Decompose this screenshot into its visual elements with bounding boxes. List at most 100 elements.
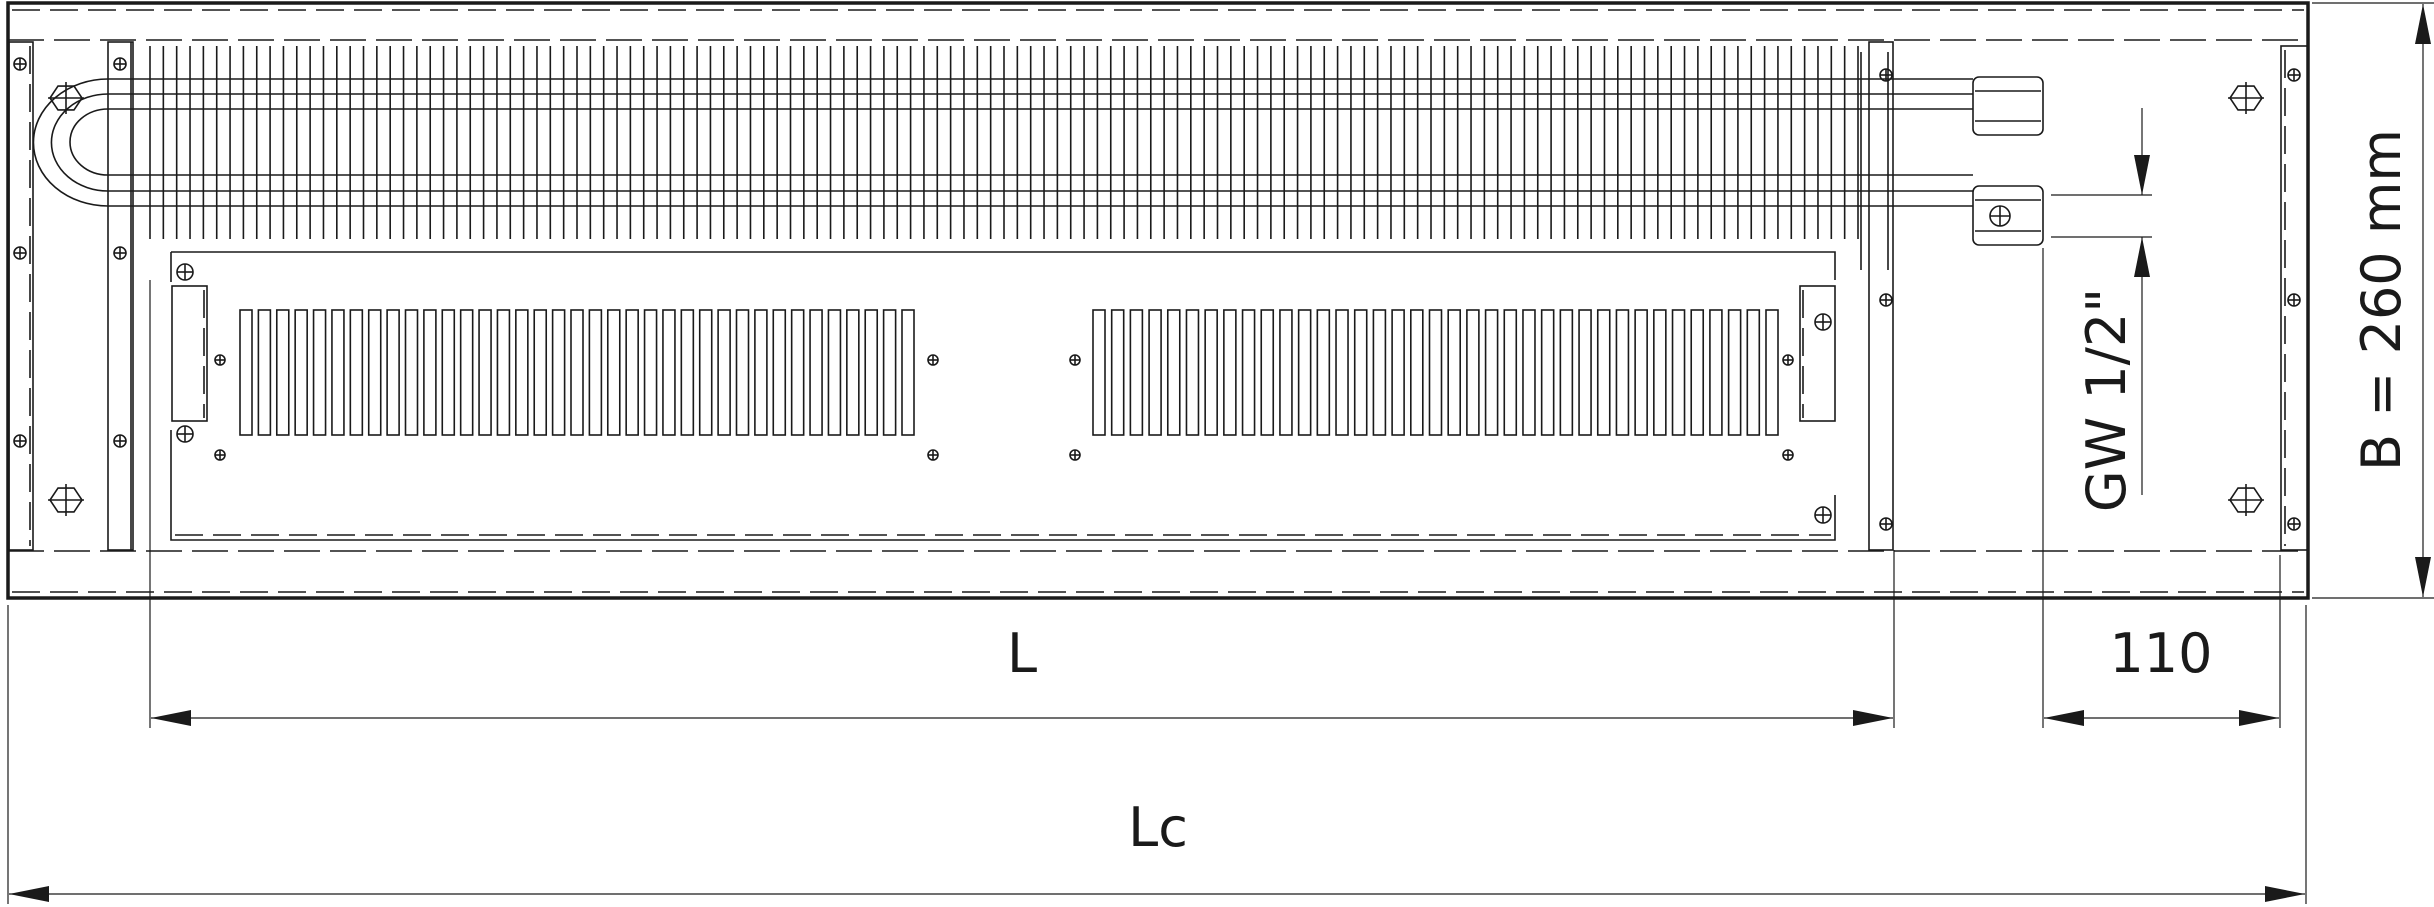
hex-bolt-icon xyxy=(48,82,84,114)
grille-slot xyxy=(441,309,456,436)
grille-slot xyxy=(735,309,750,436)
grille-slot xyxy=(1260,309,1275,436)
thread-label: GW 1/2" xyxy=(2075,288,2138,512)
grille-slot xyxy=(882,309,897,436)
pipe-fitting-top xyxy=(1972,76,2044,136)
grille-slot xyxy=(809,309,823,436)
grille-slot xyxy=(1297,309,1312,436)
grille-slot xyxy=(423,309,437,436)
screw-icon xyxy=(927,354,939,366)
grille-slot xyxy=(1559,309,1574,436)
connection-offset-dimension: 110 xyxy=(2042,248,2281,728)
screw-icon xyxy=(176,263,194,281)
grille-slot xyxy=(717,309,731,436)
grille-slot xyxy=(754,309,768,436)
grille-slot xyxy=(698,309,713,436)
screw-icon xyxy=(214,449,226,461)
grille-slot xyxy=(1428,309,1443,436)
screw-icon xyxy=(1879,68,1893,82)
hex-bolt-icon xyxy=(2228,82,2264,114)
screw-icon xyxy=(1782,354,1794,366)
grille-slot xyxy=(1709,309,1723,436)
grille-slot xyxy=(1335,309,1349,436)
grille-slot xyxy=(367,309,382,436)
hex-bolt-icon xyxy=(48,484,84,516)
length-label: L xyxy=(1007,622,1037,685)
screw-icon xyxy=(1814,313,1832,331)
right-end-bracket xyxy=(2280,45,2309,551)
grille-slot xyxy=(846,309,860,436)
grille-slot xyxy=(1671,309,1686,436)
grille-slot xyxy=(1110,309,1125,436)
screw-icon xyxy=(214,354,226,366)
grille-slot xyxy=(1503,309,1518,436)
screw-icon xyxy=(927,449,939,461)
pipe-fitting-bottom xyxy=(1972,185,2044,246)
left-end-bracket xyxy=(8,41,134,551)
grille-slot xyxy=(1765,309,1779,436)
screw-icon xyxy=(2287,68,2301,82)
grille-slot xyxy=(1540,309,1555,436)
grille-slot xyxy=(478,309,492,436)
grille-slot xyxy=(1653,309,1667,436)
grille-slot xyxy=(1092,309,1106,436)
grille-slot xyxy=(257,309,272,436)
grille-slot xyxy=(1447,309,1461,436)
grille-slot xyxy=(312,309,327,436)
grille-slot xyxy=(588,309,603,436)
width-label: B = 260 mm xyxy=(2350,129,2413,471)
grille-slot xyxy=(349,309,364,436)
screw-icon xyxy=(13,57,27,71)
grille-slot xyxy=(1241,309,1256,436)
grille-slot xyxy=(1279,309,1293,436)
grille-slot xyxy=(1746,309,1761,436)
grille-slot xyxy=(1615,309,1630,436)
grille-slot xyxy=(386,309,400,436)
thread-dimension: GW 1/2" xyxy=(2051,108,2152,512)
grille-slot xyxy=(1596,309,1611,436)
grille-slot xyxy=(515,309,529,436)
hex-bolt-icon xyxy=(2228,484,2264,516)
grille-slot xyxy=(1166,309,1181,436)
grille-slot xyxy=(1129,309,1144,436)
grille-slot xyxy=(551,309,566,436)
screws xyxy=(13,57,2301,531)
grille-slot xyxy=(1204,309,1218,436)
screw-icon xyxy=(13,434,27,448)
grille-slot xyxy=(1391,309,1405,436)
grille-slot xyxy=(662,309,676,436)
grille-slot xyxy=(294,309,308,436)
grille-slot xyxy=(239,309,253,436)
grille-slot xyxy=(1484,309,1499,436)
screw-icon xyxy=(113,434,127,448)
grille-slot xyxy=(404,309,419,436)
grille-slot xyxy=(459,309,474,436)
screw-icon xyxy=(1879,293,1893,307)
grille-slot xyxy=(1410,309,1424,436)
screw-icon xyxy=(113,57,127,71)
grille-slot xyxy=(533,309,548,436)
heat-exchanger-fins xyxy=(149,46,1859,239)
grille-slot xyxy=(1578,309,1592,436)
outer-housing xyxy=(6,1,2310,600)
screw-icon xyxy=(13,246,27,260)
length-dimension: L xyxy=(149,280,1895,728)
grille-slot xyxy=(680,309,695,436)
screw-icon xyxy=(176,425,194,443)
grille-slots xyxy=(239,309,1779,436)
screw-icon xyxy=(2287,517,2301,531)
grille-slot xyxy=(864,309,879,436)
grille-slot xyxy=(1727,309,1742,436)
grille-slot xyxy=(1522,309,1536,436)
screw-icon xyxy=(113,246,127,260)
grille-slot xyxy=(1372,309,1387,436)
grille-slot xyxy=(772,309,787,436)
grille-slot xyxy=(790,309,805,436)
grille-slot xyxy=(331,309,345,436)
grille-slot xyxy=(1148,309,1162,436)
heat-exchanger-pipes xyxy=(32,78,1973,207)
screw-icon xyxy=(2287,293,2301,307)
connection-offset-label: 110 xyxy=(2109,622,2212,685)
grille-slot xyxy=(625,309,639,436)
